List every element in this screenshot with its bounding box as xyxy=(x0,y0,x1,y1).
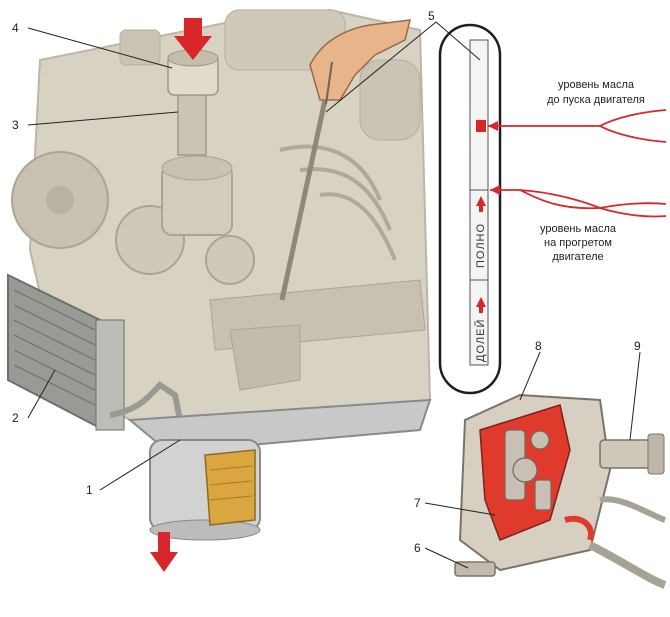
oil-filler-neck xyxy=(167,49,219,156)
callout-leaders xyxy=(27,21,641,569)
oil-pump xyxy=(454,393,667,589)
note-level-before-start-1: уровень масла xyxy=(558,79,635,91)
hand xyxy=(309,19,411,101)
callout-4: 4 xyxy=(12,21,19,35)
dipstick-up-arrow-add xyxy=(476,297,486,307)
note-level-warm-3: двигателе xyxy=(552,251,603,263)
callout-7: 7 xyxy=(414,496,421,510)
drain-down-arrow xyxy=(150,532,178,572)
callout-8: 8 xyxy=(535,339,542,353)
note-level-warm-1: уровень масла xyxy=(540,223,617,235)
note-level-warm-2: на прогретом xyxy=(544,237,612,249)
callout-3: 3 xyxy=(12,118,19,132)
dipstick-mark-full: ПОЛНО xyxy=(475,223,487,268)
callout-2: 2 xyxy=(12,411,19,425)
pump-outlet-fitting xyxy=(599,439,656,469)
dipstick-in-engine xyxy=(279,61,333,301)
engine-block xyxy=(11,8,432,432)
oil-sump xyxy=(127,398,432,541)
oil-cooler-radiator xyxy=(7,273,125,431)
callout-1: 1 xyxy=(86,483,93,497)
pump-inlet-fitting xyxy=(454,561,496,577)
callout-9: 9 xyxy=(634,339,641,353)
oil-filter-element xyxy=(204,449,256,526)
level-pointer-before-start xyxy=(488,109,667,143)
callout-5: 5 xyxy=(428,9,435,23)
dipstick-panel: ПОЛНО ДОЛЕЙ xyxy=(438,23,502,395)
filler-down-arrow xyxy=(174,18,212,60)
callout-6: 6 xyxy=(414,541,421,555)
level-pointer-warm xyxy=(490,185,667,218)
dipstick-up-arrow-full xyxy=(476,196,486,206)
note-level-before-start-2: до пуска двигателя xyxy=(547,94,645,106)
dipstick-mark-add: ДОЛЕЙ xyxy=(474,319,487,362)
dipstick-level-before-start-mark xyxy=(476,120,486,132)
